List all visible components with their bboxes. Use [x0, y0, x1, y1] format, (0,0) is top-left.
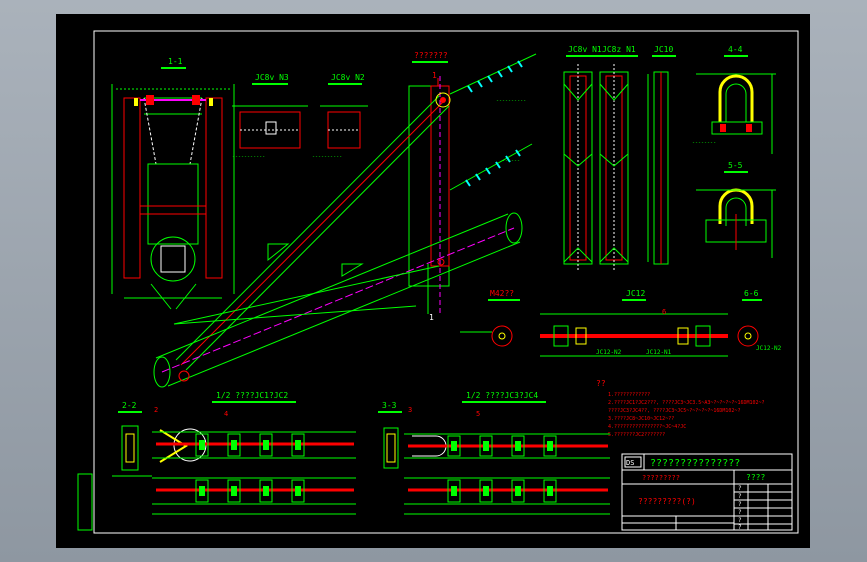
jc8v-n3-label: JC8v N3	[255, 73, 289, 82]
m42-view: M42??	[460, 289, 520, 347]
svg-text:-----------: -----------	[232, 154, 265, 160]
section-5-5-view: 5-5	[696, 161, 776, 258]
jc8v-n2-view: JC8v N2 ----------	[312, 73, 368, 160]
note-line-2: 2.????JC1?JC2???, ????JC3~JC3.5~A3~?~?~?…	[608, 400, 765, 406]
technical-notes: ?? 1.???????????? 2.????JC1?JC2???, ????…	[596, 379, 765, 438]
half-plan-jc1-jc2: 1/2 ????JC1?JC2 2 4	[152, 391, 356, 515]
drawing-name: ???????????????	[650, 458, 740, 469]
section-2-2-view: 2-2	[77, 401, 152, 531]
drawing-subtitle: ?????????(?)	[638, 497, 696, 506]
svg-text:?: ?	[738, 493, 742, 500]
section-6-6-view: 6-6 JC12-N2	[737, 289, 782, 352]
section-mark-2: 2	[154, 406, 158, 414]
company-name: ?????????	[642, 474, 680, 482]
section-mark-4: 4	[224, 410, 228, 418]
notes-title: ??	[596, 379, 606, 388]
section-1-1-view: 1-1	[111, 57, 235, 310]
note-line-1: 1.????????????	[608, 392, 650, 398]
svg-text:------: ------	[502, 158, 520, 164]
section-3-3-view: 3-3	[378, 401, 402, 469]
jc8v-n2-label: JC8v N2	[331, 73, 365, 82]
svg-text:--------: --------	[692, 140, 716, 146]
half-plan-jc3-jc4: 1/2 ????JC3?JC4 3 5	[404, 391, 610, 515]
jc8v-n1-label: JC8v N1	[568, 45, 602, 54]
half-jc3-label: 1/2 ????JC3?JC4	[466, 391, 538, 400]
jc8-columns-view: JC8v N1 JC8z N1 JC10	[563, 45, 676, 270]
half-jc1-label: 1/2 ????JC1?JC2	[216, 391, 288, 400]
title-block: DS ??????????????? ????????? ???? ??????…	[621, 453, 793, 531]
jc12-n2-label: JC12-N2	[596, 349, 622, 356]
project-name: ????	[746, 473, 765, 482]
jc12-view: JC12 JC12-N2 JC12-N1 6	[540, 289, 728, 357]
section-mark-l1: 1	[429, 313, 434, 322]
cad-drawing-canvas[interactable]: 1-1 JC8v N3 ----------- JC8v N2	[56, 14, 810, 548]
note-line-3: ????JC3?JC4??, ????JC3~JC5~?~?~?~?~16DM1…	[608, 408, 740, 414]
main-view-label: ???????	[414, 51, 448, 60]
jc12-n1-label: JC12-N1	[646, 349, 672, 356]
svg-text:?: ?	[738, 509, 742, 516]
svg-text:?: ?	[738, 485, 742, 492]
jc12-label: JC12	[626, 289, 645, 298]
section-4-4-label: 4-4	[728, 45, 743, 54]
drawing-border	[93, 30, 799, 534]
note-line-4: 3.????JC8~JC10~JC12~??	[608, 416, 674, 422]
section-mark-1-top: 1	[432, 71, 437, 80]
title-logo: DS	[626, 459, 634, 467]
svg-text:----------: ----------	[312, 154, 342, 160]
section-1-1-label: 1-1	[168, 57, 183, 66]
section-5-5-label: 5-5	[728, 161, 743, 170]
section-mark-5: 5	[476, 410, 480, 418]
m42-label: M42??	[490, 289, 514, 298]
cad-drawing: 1-1 JC8v N3 ----------- JC8v N2	[77, 30, 799, 534]
svg-text:?: ?	[738, 524, 742, 531]
main-elevation-view: ??????? ------	[153, 51, 537, 388]
section-3-3-label: 3-3	[382, 401, 397, 410]
note-line-5: 4.????????????????~JC~4?JC	[608, 424, 686, 430]
section-6-6-label: 6-6	[744, 289, 759, 298]
section-mark-3: 3	[408, 406, 412, 414]
section-2-2-label: 2-2	[122, 401, 137, 410]
note-line-6: 5.???????JC2???????	[608, 432, 665, 438]
jc10-label: JC10	[654, 45, 673, 54]
section-4-4-view: 4-4 --------	[692, 45, 776, 154]
svg-text:?: ?	[738, 501, 742, 508]
svg-text:JC12-N2: JC12-N2	[756, 345, 782, 352]
jc8v-n3-view: JC8v N3 -----------	[232, 73, 308, 160]
svg-text:?: ?	[738, 517, 742, 524]
section-mark-6: 6	[662, 308, 666, 316]
jc8z-n1-label: JC8z N1	[602, 45, 636, 54]
svg-text:----------: ----------	[496, 98, 526, 104]
